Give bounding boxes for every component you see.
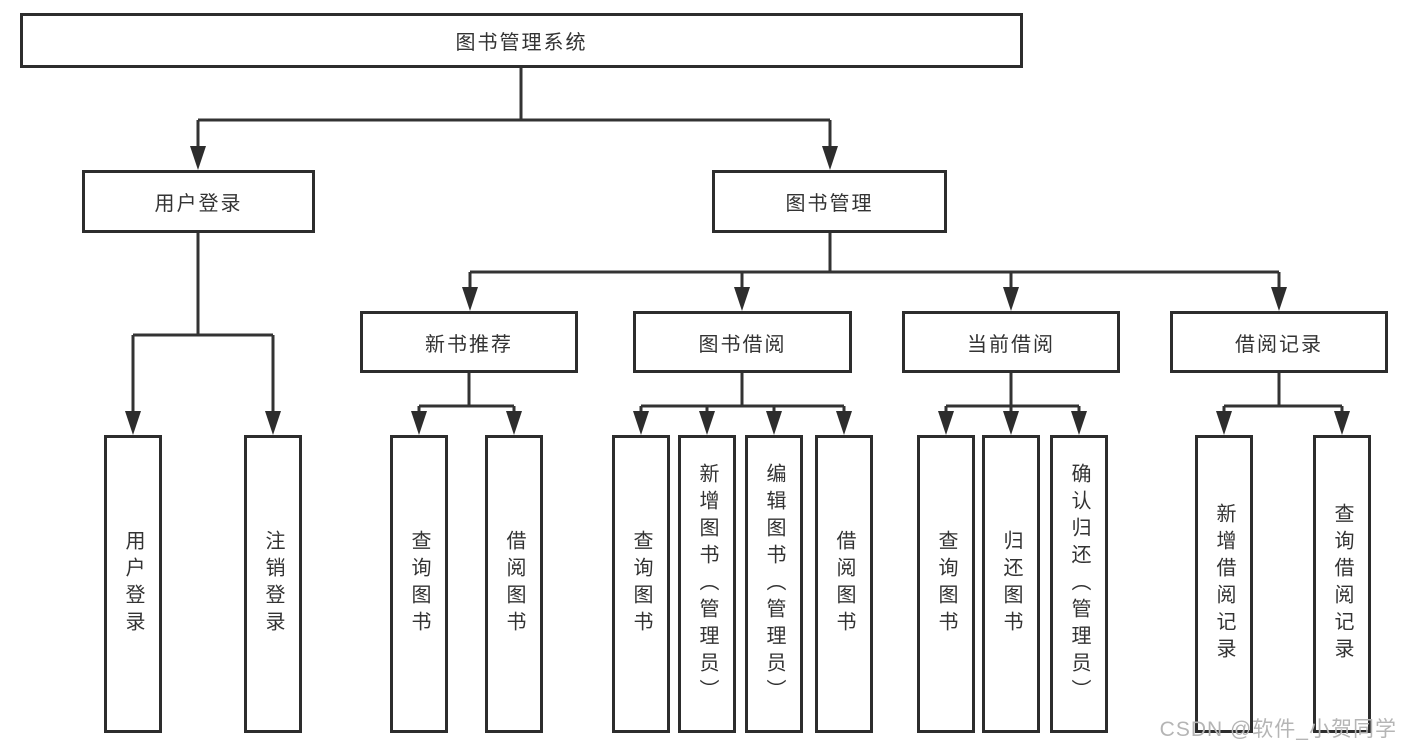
node-edit-book-admin: 编辑图书（管理员） bbox=[745, 435, 803, 733]
node-query-books-borrow: 查询图书 bbox=[612, 435, 670, 733]
arrowhead bbox=[1334, 411, 1350, 435]
arrowhead bbox=[822, 146, 838, 170]
arrowhead bbox=[1071, 411, 1087, 435]
node-borrow-books-recommend-label: 借阅图书 bbox=[503, 530, 525, 638]
node-borrow-records-label: 借阅记录 bbox=[1235, 333, 1323, 356]
arrowhead bbox=[125, 411, 141, 435]
node-book-borrow: 图书借阅 bbox=[633, 311, 852, 373]
arrowhead bbox=[506, 411, 522, 435]
node-add-book-admin-label: 新增图书（管理员） bbox=[696, 462, 718, 706]
node-edit-book-admin-label: 编辑图书（管理员） bbox=[763, 462, 785, 706]
csdn-watermark: CSDN @软件_小贺同学 bbox=[1159, 718, 1397, 741]
arrowhead bbox=[1216, 411, 1232, 435]
node-query-books-borrow-label: 查询图书 bbox=[630, 530, 652, 638]
node-logout-label: 注销登录 bbox=[262, 530, 284, 638]
arrowhead bbox=[633, 411, 649, 435]
node-add-borrow-record-label: 新增借阅记录 bbox=[1213, 503, 1235, 665]
node-confirm-return-admin-label: 确认归还（管理员） bbox=[1068, 462, 1090, 706]
node-user-login-label: 用户登录 bbox=[122, 530, 144, 638]
arrowhead bbox=[1003, 287, 1019, 311]
node-library-system-label: 图书管理系统 bbox=[455, 32, 588, 54]
node-borrow-records: 借阅记录 bbox=[1170, 311, 1388, 373]
node-new-book-recommend: 新书推荐 bbox=[360, 311, 578, 373]
node-query-borrow-record: 查询借阅记录 bbox=[1313, 435, 1371, 733]
node-borrow-books: 借阅图书 bbox=[815, 435, 873, 733]
node-query-books-current-label: 查询图书 bbox=[935, 530, 957, 638]
node-query-books-recommend-label: 查询图书 bbox=[408, 530, 430, 638]
node-query-books-current: 查询图书 bbox=[917, 435, 975, 733]
arrowhead bbox=[462, 287, 478, 311]
node-confirm-return-admin: 确认归还（管理员） bbox=[1050, 435, 1108, 733]
node-book-management: 图书管理 bbox=[712, 170, 947, 233]
node-user-login-branch: 用户登录 bbox=[82, 170, 315, 233]
node-borrow-books-recommend: 借阅图书 bbox=[485, 435, 543, 733]
arrowhead bbox=[938, 411, 954, 435]
node-add-book-admin: 新增图书（管理员） bbox=[678, 435, 736, 733]
node-query-books-recommend: 查询图书 bbox=[390, 435, 448, 733]
node-book-management-label: 图书管理 bbox=[785, 193, 874, 215]
node-return-books-label: 归还图书 bbox=[1000, 530, 1022, 638]
arrowhead bbox=[265, 411, 281, 435]
arrowhead bbox=[1003, 411, 1019, 435]
node-logout: 注销登录 bbox=[244, 435, 302, 733]
node-user-login-branch-label: 用户登录 bbox=[154, 193, 243, 215]
node-new-book-recommend-label: 新书推荐 bbox=[425, 333, 513, 356]
node-current-borrow: 当前借阅 bbox=[902, 311, 1120, 373]
arrowhead bbox=[1271, 287, 1287, 311]
arrowhead bbox=[766, 411, 782, 435]
node-current-borrow-label: 当前借阅 bbox=[967, 333, 1055, 356]
node-library-system: 图书管理系统 bbox=[20, 13, 1023, 68]
node-add-borrow-record: 新增借阅记录 bbox=[1195, 435, 1253, 733]
arrowhead bbox=[190, 146, 206, 170]
arrowhead bbox=[411, 411, 427, 435]
node-user-login: 用户登录 bbox=[104, 435, 162, 733]
arrowhead bbox=[699, 411, 715, 435]
arrowhead bbox=[836, 411, 852, 435]
node-borrow-books-label: 借阅图书 bbox=[833, 530, 855, 638]
node-return-books: 归还图书 bbox=[982, 435, 1040, 733]
node-query-borrow-record-label: 查询借阅记录 bbox=[1331, 503, 1353, 665]
node-book-borrow-label: 图书借阅 bbox=[698, 333, 787, 356]
arrowhead bbox=[734, 287, 750, 311]
